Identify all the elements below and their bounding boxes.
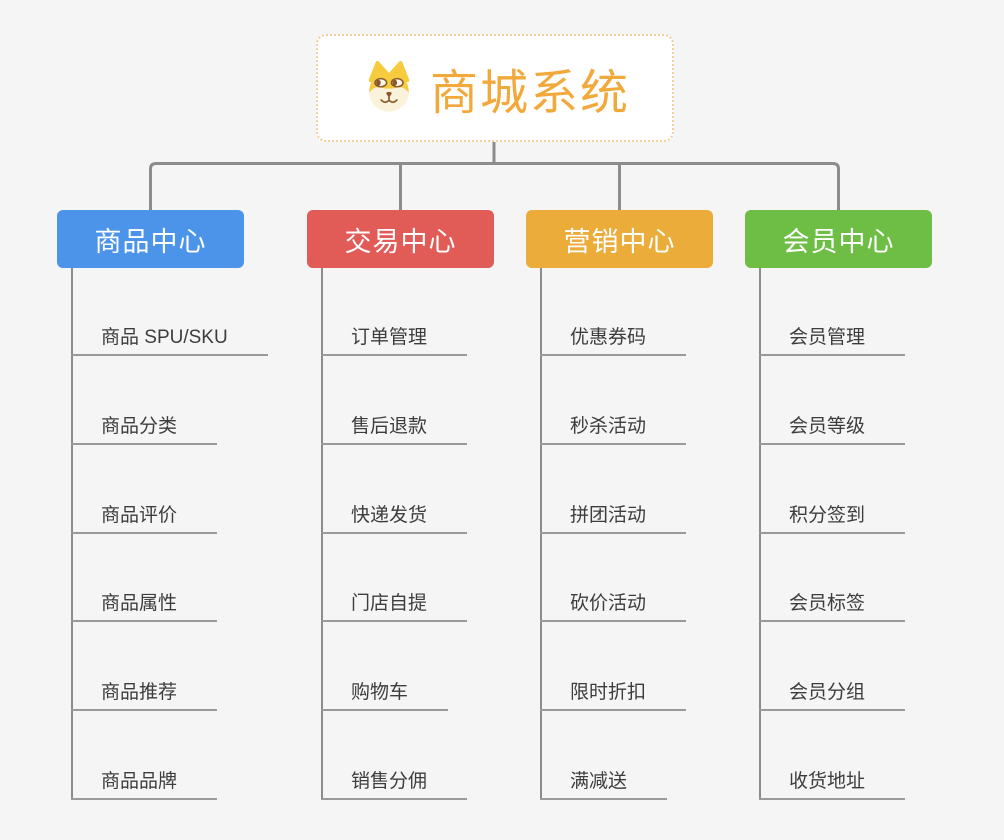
root-title: 商城系统 [429, 67, 630, 120]
subtopic-node[interactable]: 积分签到 [759, 500, 906, 534]
branch-stem-line [540, 268, 542, 800]
subtopic-node[interactable]: 限时折扣 [540, 677, 687, 711]
branch-stem-line [71, 268, 73, 800]
branch-node-trade-center[interactable]: 交易中心 [307, 210, 494, 268]
subtopic-node[interactable]: 会员等级 [759, 411, 906, 445]
root-node[interactable]: 商城系统 [316, 34, 674, 142]
branch-stem-line [759, 268, 761, 800]
subtopic-node[interactable]: 快递发货 [321, 500, 468, 534]
subtopic-node[interactable]: 商品属性 [71, 588, 218, 622]
subtopic-node[interactable]: 会员管理 [759, 322, 906, 356]
subtopic-node[interactable]: 商品分类 [71, 411, 218, 445]
subtopic-node[interactable]: 销售分佣 [321, 766, 468, 800]
subtopic-node[interactable]: 商品评价 [71, 500, 218, 534]
subtopic-node[interactable]: 优惠券码 [540, 322, 687, 356]
subtopic-node[interactable]: 订单管理 [321, 322, 468, 356]
subtopic-node[interactable]: 会员标签 [759, 588, 906, 622]
subtopic-node[interactable]: 售后退款 [321, 411, 468, 445]
branch-node-product-center[interactable]: 商品中心 [57, 210, 244, 268]
subtopic-node[interactable]: 商品品牌 [71, 766, 218, 800]
branch-node-member-center[interactable]: 会员中心 [745, 210, 932, 268]
subtopic-node[interactable]: 商品推荐 [71, 677, 218, 711]
branch-node-marketing-center[interactable]: 营销中心 [526, 210, 713, 268]
subtopic-node[interactable]: 商品 SPU/SKU [71, 322, 268, 356]
subtopic-node[interactable]: 购物车 [321, 677, 449, 711]
subtopic-node[interactable]: 满减送 [540, 766, 668, 800]
subtopic-node[interactable]: 门店自提 [321, 588, 468, 622]
subtopic-node[interactable]: 拼团活动 [540, 500, 687, 534]
subtopic-node[interactable]: 秒杀活动 [540, 411, 687, 445]
subtopic-node[interactable]: 会员分组 [759, 677, 906, 711]
dog-face-icon [360, 60, 418, 116]
branch-stem-line [321, 268, 323, 800]
subtopic-node[interactable]: 砍价活动 [540, 588, 687, 622]
subtopic-node[interactable]: 收货地址 [759, 766, 906, 800]
